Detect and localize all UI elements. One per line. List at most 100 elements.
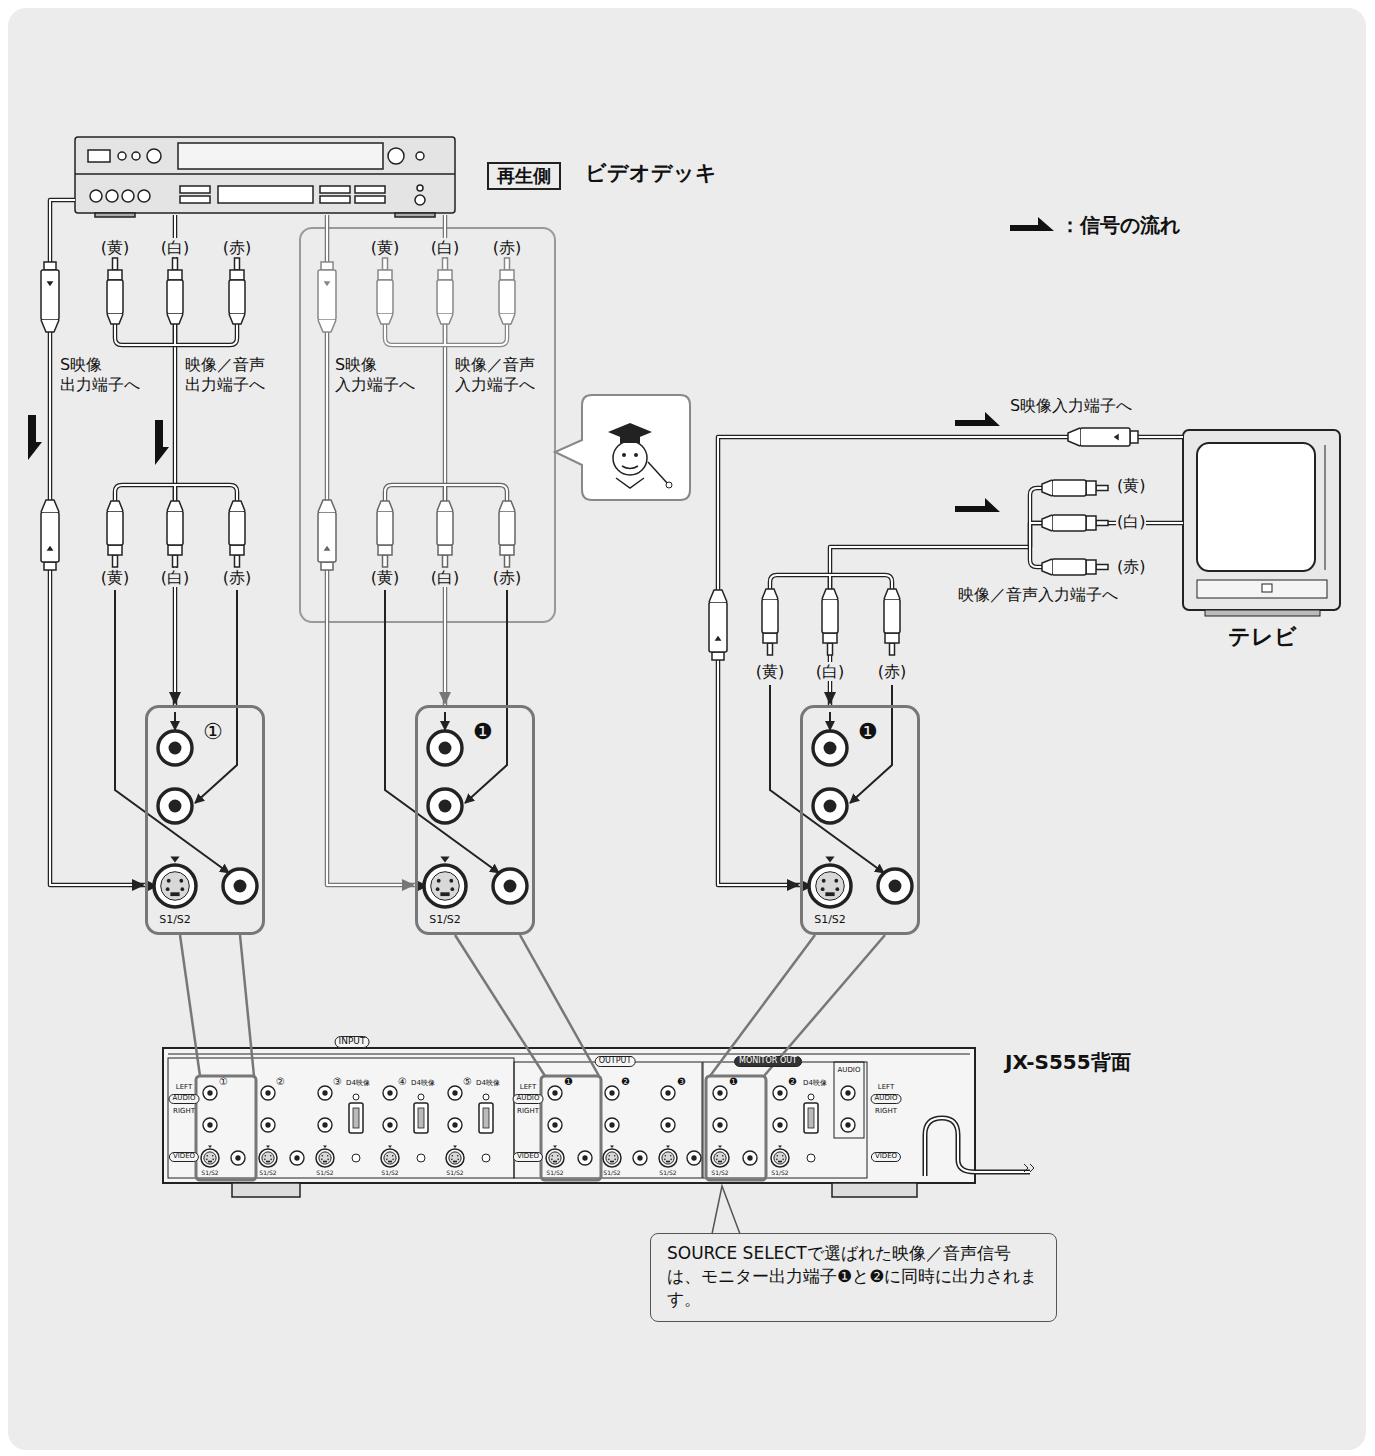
rca-plug xyxy=(762,589,778,655)
flow-arrow-sample xyxy=(1010,217,1054,231)
rca-plug xyxy=(1042,480,1108,496)
s-video-key xyxy=(453,1161,457,1163)
s-video-pin xyxy=(664,1159,666,1161)
rca-jack xyxy=(428,731,462,765)
rca-jack xyxy=(158,731,192,765)
rca-jack xyxy=(841,1118,855,1132)
s-video-jack xyxy=(771,1149,789,1167)
rear-panel-drawing xyxy=(163,1048,1034,1197)
port-label: S1/S2 xyxy=(159,913,191,926)
panel-marking: D4映像 xyxy=(803,1079,827,1087)
s-video-mark xyxy=(718,1145,722,1148)
cable-core xyxy=(385,485,507,501)
plug-collar xyxy=(500,545,514,555)
plug-mark xyxy=(325,282,329,285)
plug-boot xyxy=(499,314,515,324)
s-video-mark xyxy=(266,1145,270,1148)
s-video-jack xyxy=(809,865,851,907)
cable-core xyxy=(385,324,507,345)
s-video-socket xyxy=(662,1152,674,1164)
rca-pin xyxy=(717,1122,722,1127)
s-video-key xyxy=(610,1161,614,1163)
plug-boot xyxy=(499,501,515,511)
plug-boot xyxy=(229,501,245,511)
s-video-pin xyxy=(179,879,183,883)
s-video-jack xyxy=(201,1149,219,1167)
plug-tip xyxy=(44,562,56,570)
plug-body xyxy=(709,602,727,652)
panel-marking: S1/S2 xyxy=(711,1169,728,1176)
cable-label: S映像入力端子へ xyxy=(1010,396,1132,416)
panel-marking: S1/S2 xyxy=(446,1169,463,1176)
rca-jack xyxy=(203,1086,217,1100)
plug-body xyxy=(884,599,900,633)
d4-socket xyxy=(418,1108,424,1128)
rca-jack xyxy=(578,1151,592,1165)
plug-collar xyxy=(1086,516,1096,530)
rca-pin xyxy=(747,1155,752,1160)
s-video-jack xyxy=(154,865,196,907)
s-video-socket xyxy=(774,1152,786,1164)
s-video-pin xyxy=(782,1159,784,1161)
panel-marking: VIDEO xyxy=(513,1152,543,1162)
panel-marking: ❷ xyxy=(621,1076,630,1088)
cable-outline xyxy=(770,575,892,589)
rca-plug xyxy=(229,258,245,324)
rca-plug xyxy=(377,501,393,567)
s-video-jack xyxy=(603,1149,621,1167)
panel-marking: ❶ xyxy=(564,1076,573,1088)
s-video-pin xyxy=(608,1155,610,1157)
device-name: テレビ xyxy=(1228,624,1297,650)
s-video-pin xyxy=(451,1159,453,1161)
rca-pin xyxy=(665,1090,670,1095)
panel-marking: AUDIO xyxy=(513,1094,544,1104)
panel-marking: S1/S2 xyxy=(259,1169,276,1176)
rca-pin xyxy=(845,1090,850,1095)
wire-color: (黄) xyxy=(370,238,400,257)
s-video-mark xyxy=(778,1145,782,1148)
rca-pin xyxy=(691,1155,696,1160)
s-video-jack xyxy=(446,1149,464,1167)
plug-tip xyxy=(44,262,56,270)
plug-body xyxy=(1052,559,1086,575)
panel-marking: S1/S2 xyxy=(201,1169,218,1176)
cable-connector xyxy=(50,200,145,891)
s-video-pin xyxy=(551,1159,553,1161)
plug-boot xyxy=(1042,515,1052,531)
plug-boot xyxy=(1068,428,1080,446)
wire-color: (黄) xyxy=(370,568,400,587)
plug-collar xyxy=(1086,560,1096,574)
rca-pin xyxy=(777,1122,782,1127)
rca-pin xyxy=(387,1090,392,1095)
wire-color: (赤) xyxy=(877,662,907,681)
cable-branch xyxy=(115,324,237,345)
rca-plug xyxy=(437,501,453,567)
rca-jack xyxy=(428,789,462,823)
s-video-mark xyxy=(440,857,449,863)
wire-color: (黄) xyxy=(755,662,785,681)
panel-marking: ❸ xyxy=(677,1076,686,1088)
s-video-pin xyxy=(834,879,838,883)
rca-pin xyxy=(207,1090,212,1095)
note-text: SOURCE SELECTで選ばれた映像／音声信号は、モニター出力端子❶と❷に同… xyxy=(667,1242,1040,1311)
rca-plug xyxy=(1042,515,1108,531)
panel-marking: ⑤ xyxy=(463,1076,472,1088)
rca-jack xyxy=(203,1118,217,1132)
cable-branch xyxy=(770,575,892,589)
teacher-bubble xyxy=(555,395,690,500)
rca-jack xyxy=(318,1086,332,1100)
s-video-pin xyxy=(392,1155,394,1157)
plug-tip xyxy=(505,258,510,270)
s-video-mark xyxy=(208,1145,212,1148)
s-video-socket xyxy=(384,1152,396,1164)
s-video-jack xyxy=(424,865,466,907)
wire-color: (赤) xyxy=(222,238,252,257)
panel-marking: RIGHT xyxy=(875,1107,897,1115)
arrowhead xyxy=(439,692,451,705)
arrowhead xyxy=(169,692,181,705)
rca-plug xyxy=(1042,559,1108,575)
plug-tip xyxy=(443,555,448,567)
s-video-key xyxy=(323,1161,327,1163)
wire-color: (黄) xyxy=(1116,476,1146,495)
